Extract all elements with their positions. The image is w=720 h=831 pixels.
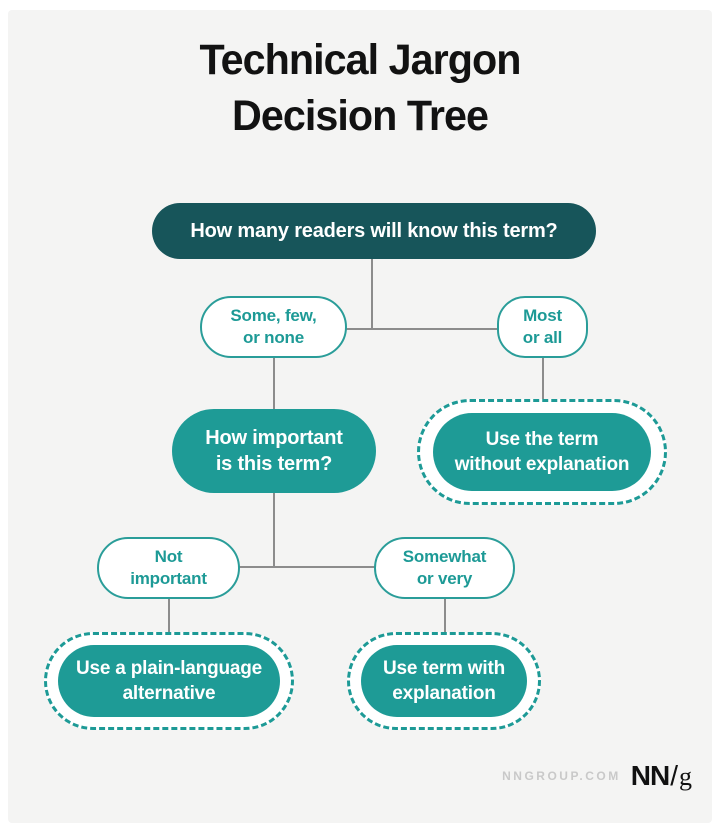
node-most-or-all: Most or all: [497, 296, 588, 358]
node-somewhat-or-very-line1: Somewhat: [402, 547, 487, 566]
node-use-without-line1: Use the term: [485, 429, 599, 450]
node-with-explanation-line1: Use term with: [383, 658, 505, 679]
node-not-important-line2: important: [130, 569, 207, 588]
node-most-or-all-line1: Most: [523, 306, 562, 325]
node-plain-language-line1: Use a plain-language: [75, 658, 263, 679]
connector-root-to-branch: [371, 258, 373, 330]
node-some-few-none-line2: or none: [243, 328, 304, 347]
connector-notimportant-to-plain: [168, 598, 170, 634]
node-somewhat-or-very: Somewhat or very: [374, 537, 515, 599]
node-plain-language-line2: alternative: [122, 683, 216, 704]
node-how-important-line2: is this term?: [215, 453, 333, 475]
nng-logo: NN / g: [631, 760, 692, 792]
node-how-important: How important is this term?: [172, 409, 376, 493]
node-use-term-with-explanation-pill: Use term with explanation: [361, 645, 527, 717]
node-root-question-label: How many readers will know this term?: [190, 219, 558, 242]
connector-branch-level1: [346, 328, 498, 330]
node-some-few-none-line1: Some, few,: [230, 306, 317, 325]
connector-somewhat-to-explanation: [444, 598, 446, 634]
nng-logo-slash: /: [670, 760, 678, 791]
node-somewhat-or-very-line2: or very: [416, 569, 473, 588]
page-title-line1: Technical Jargon: [199, 36, 521, 84]
page-title-line2: Decision Tree: [232, 92, 489, 140]
node-use-without-line2: without explanation: [454, 454, 630, 475]
footer: NNGROUP.COM NN / g: [502, 760, 692, 792]
connector-most-to-usewithout: [542, 357, 544, 401]
node-some-few-none: Some, few, or none: [200, 296, 347, 358]
connector-branch-level2: [239, 566, 375, 568]
node-use-term-with-explanation: Use term with explanation: [347, 632, 541, 730]
connector-some-to-howimportant: [273, 357, 275, 411]
node-use-term-without-explanation-pill: Use the term without explanation: [433, 413, 651, 491]
node-how-important-line1: How important: [205, 427, 343, 449]
node-plain-language-alternative-pill: Use a plain-language alternative: [58, 645, 280, 717]
footer-website: NNGROUP.COM: [502, 769, 621, 783]
node-use-term-without-explanation: Use the term without explanation: [417, 399, 667, 505]
node-not-important: Not important: [97, 537, 240, 599]
node-with-explanation-line2: explanation: [392, 683, 496, 704]
node-root-question: How many readers will know this term?: [152, 203, 596, 259]
page-title: Technical Jargon Decision Tree: [14, 32, 705, 144]
node-most-or-all-line2: or all: [522, 328, 563, 347]
nng-logo-g: g: [679, 762, 692, 791]
nng-logo-nn: NN: [630, 760, 670, 791]
node-not-important-line1: Not: [154, 547, 183, 566]
connector-howimportant-to-branch: [273, 492, 275, 568]
node-plain-language-alternative: Use a plain-language alternative: [44, 632, 294, 730]
